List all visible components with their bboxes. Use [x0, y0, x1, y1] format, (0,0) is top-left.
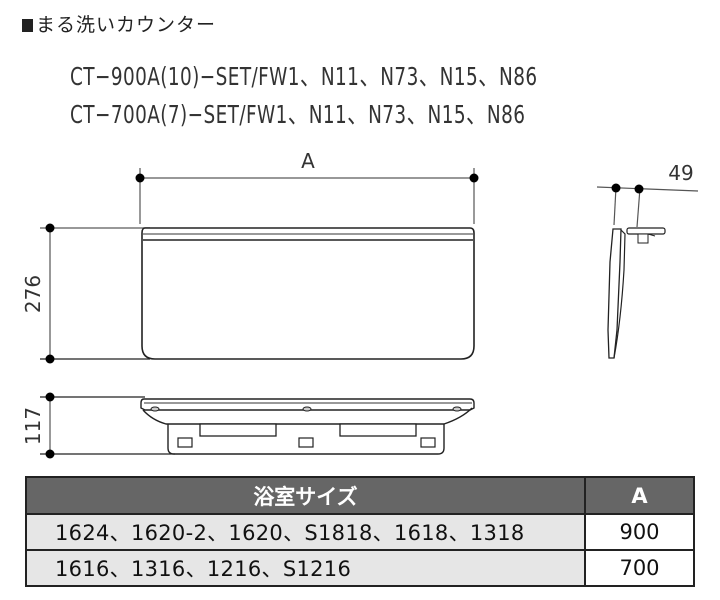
header-a: A — [584, 476, 695, 515]
front-view: A 276 — [21, 149, 479, 364]
dim-276-label: 276 — [21, 275, 45, 313]
sizes-cell: 1624、1620-2、1620、S1818、1618、1318 — [25, 513, 586, 551]
dim-117-label: 117 — [21, 407, 45, 445]
side-view: 49 — [596, 161, 699, 359]
header-bathroom-size: 浴室サイズ — [25, 476, 586, 515]
dim-49-label: 49 — [668, 161, 693, 185]
table-row: 1624、1620-2、1620、S1818、1618、1318 900 — [25, 513, 695, 551]
table-header-row: 浴室サイズ A — [25, 476, 695, 515]
model-number-700: CT−700A(7)−SET/FW1、N11、N73、N15、N86 — [70, 100, 526, 129]
bathroom-size-table: 浴室サイズ A 1624、1620-2、1620、S1818、1618、1318… — [25, 476, 695, 587]
model-number-900: CT−900A(10)−SET/FW1、N11、N73、N15、N86 — [70, 62, 538, 91]
section-title: まる洗いカウンター — [22, 10, 216, 37]
a-value-cell: 700 — [584, 549, 695, 587]
technical-drawing: A 276 117 — [21, 149, 699, 459]
sizes-cell: 1616、1316、1216、S1216 — [25, 549, 586, 587]
product-name: まる洗いカウンター — [36, 14, 217, 36]
square-bullet-icon — [22, 19, 33, 32]
bottom-view: 117 — [21, 392, 475, 459]
dim-a-label: A — [301, 149, 315, 173]
table-row: 1616、1316、1216、S1216 700 — [25, 549, 695, 587]
a-value-cell: 900 — [584, 513, 695, 551]
